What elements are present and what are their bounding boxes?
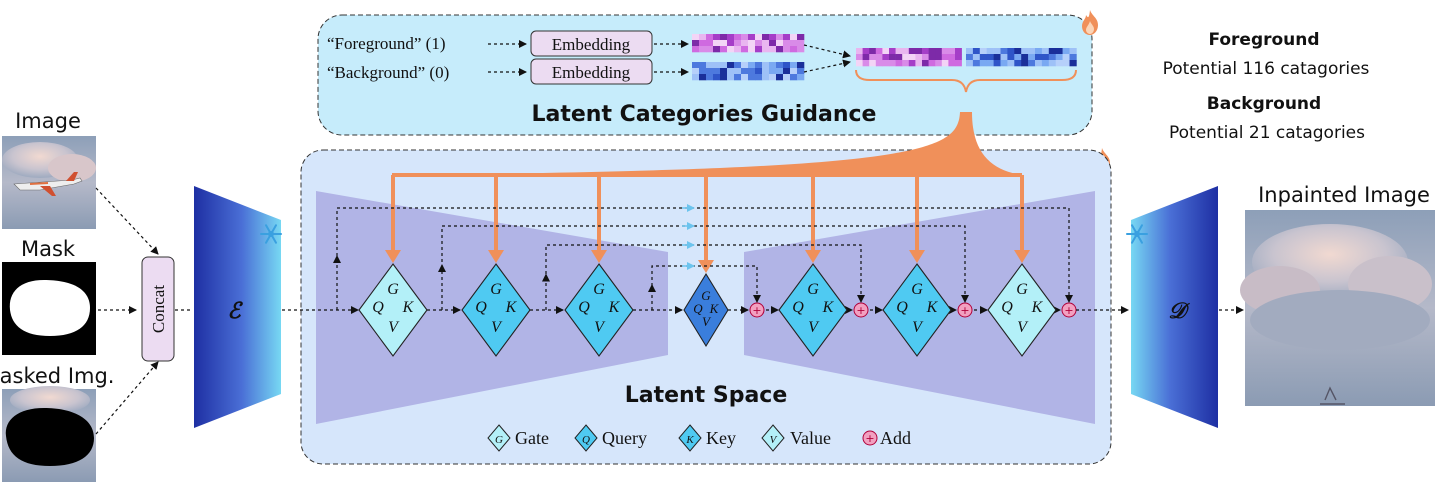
- svg-text:G: G: [701, 288, 711, 303]
- svg-text:G: G: [807, 281, 819, 298]
- svg-text:K: K: [402, 299, 415, 316]
- fg-embedding-box: [530, 30, 653, 57]
- concat-box: [141, 256, 175, 362]
- svg-text:K: K: [926, 299, 939, 316]
- svg-text:V: V: [388, 319, 400, 336]
- combined-category-vector: [856, 48, 1077, 67]
- legend-query-label: Query: [602, 428, 647, 448]
- svg-text:+: +: [1064, 304, 1073, 317]
- svg-text:V: V: [702, 314, 712, 329]
- snowflake-icon: [1126, 224, 1148, 244]
- svg-text:Q: Q: [582, 434, 590, 446]
- gqkv-block: GQ KV: [987, 263, 1057, 357]
- svg-text:V: V: [491, 319, 503, 336]
- fg-category-title: Foreground: [1208, 30, 1319, 50]
- category-brace: [855, 69, 1077, 93]
- fg-embedding-vector: [692, 34, 805, 53]
- fg-token: “Foreground” (1): [327, 34, 446, 53]
- bg-token: “Background” (0): [327, 63, 449, 82]
- svg-text:G: G: [490, 281, 502, 298]
- legend: G Gate Q Query K Key V Value + Add: [487, 424, 911, 452]
- main-flow: + + + +: [427, 302, 1077, 318]
- input-mask: [2, 262, 96, 355]
- gqkv-block: GQ KV: [564, 263, 634, 357]
- svg-text:V: V: [770, 434, 778, 446]
- input-image: [2, 136, 96, 229]
- legend-value-label: Value: [790, 428, 831, 448]
- svg-text:V: V: [594, 319, 606, 336]
- svg-text:V: V: [808, 319, 820, 336]
- encoder-symbol: ℰ: [227, 298, 243, 323]
- svg-text:K: K: [822, 299, 835, 316]
- encoder: [194, 186, 281, 428]
- svg-text:Q: Q: [693, 301, 703, 316]
- legend-add-label: Add: [880, 428, 911, 448]
- svg-text:V: V: [912, 319, 924, 336]
- svg-text:Q: Q: [1001, 299, 1013, 316]
- guidance-merge: [390, 112, 1022, 175]
- input-masked-image: [2, 386, 96, 482]
- masked-img-label: Masked Img.: [0, 364, 114, 388]
- svg-text:K: K: [608, 299, 621, 316]
- svg-text:Q: Q: [792, 299, 804, 316]
- svg-text:+: +: [865, 432, 874, 445]
- svg-text:+: +: [960, 304, 969, 317]
- gqkv-block: GQ KV: [778, 263, 848, 357]
- bg-category-text: Potential 21 catagories: [1169, 123, 1365, 143]
- snowflake-icon: [260, 224, 282, 244]
- flame-icon: [1082, 10, 1098, 35]
- legend-key-icon: [678, 424, 702, 452]
- mask-label: Mask: [21, 237, 76, 261]
- gqkv-block: GQ KV: [882, 263, 952, 357]
- bg-embedding-box: [530, 58, 653, 85]
- concat-label: Concat: [149, 285, 168, 333]
- fg-category-text: Potential 116 catagories: [1163, 59, 1370, 79]
- svg-text:K: K: [505, 299, 518, 316]
- svg-text:Q: Q: [896, 299, 908, 316]
- svg-text:K: K: [1031, 299, 1044, 316]
- airplane-icon: [13, 172, 83, 196]
- legend-add-icon: [862, 430, 878, 446]
- bg-embedding-vector: [692, 62, 805, 81]
- svg-text:K: K: [709, 301, 720, 316]
- svg-text:Q: Q: [372, 299, 384, 316]
- svg-text:+: +: [856, 304, 865, 317]
- svg-text:G: G: [495, 434, 503, 446]
- svg-text:G: G: [387, 281, 399, 298]
- svg-text:G: G: [593, 281, 605, 298]
- add-node: +: [1061, 302, 1077, 318]
- svg-text:Q: Q: [475, 299, 487, 316]
- svg-text:+: +: [752, 304, 761, 317]
- legend-query-icon: [574, 424, 598, 452]
- image-label: Image: [15, 109, 81, 133]
- decoder: [1131, 186, 1218, 428]
- legend-value-icon: [761, 424, 785, 452]
- add-node: +: [749, 302, 765, 318]
- legend-gate-label: Gate: [515, 428, 549, 448]
- skip-connections: [333, 204, 1073, 310]
- legend-gate-icon: [487, 424, 511, 452]
- add-node: +: [853, 302, 869, 318]
- gqkv-block: GQ KV: [461, 263, 531, 357]
- fg-embedding-label: Embedding: [552, 35, 631, 54]
- add-node: +: [957, 302, 973, 318]
- decoder-symbol: 𝒟: [1168, 298, 1190, 323]
- svg-text:G: G: [1016, 281, 1028, 298]
- gqkv-block: GQ KV: [358, 263, 428, 357]
- bg-category-title: Background: [1207, 94, 1321, 114]
- svg-text:G: G: [911, 281, 923, 298]
- svg-text:K: K: [685, 434, 694, 446]
- output-image: [1240, 210, 1435, 406]
- output-label: Inpainted Image: [1258, 183, 1430, 207]
- bg-embedding-label: Embedding: [552, 63, 631, 82]
- legend-key-label: Key: [706, 428, 736, 448]
- svg-text:V: V: [1017, 319, 1029, 336]
- guidance-title: Latent Categories Guidance: [532, 102, 877, 127]
- latent-title: Latent Space: [625, 383, 788, 408]
- svg-text:Q: Q: [578, 299, 590, 316]
